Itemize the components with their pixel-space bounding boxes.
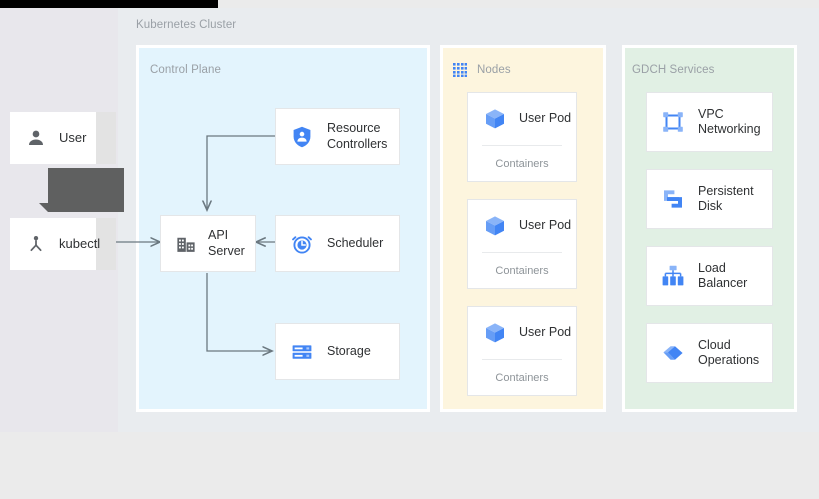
node-scheduler[interactable]: Scheduler xyxy=(275,215,400,272)
pod-header: User Pod xyxy=(468,93,576,145)
storage-icon xyxy=(290,340,314,364)
node-storage-label: Storage xyxy=(327,343,371,358)
api-server-icon xyxy=(175,233,197,255)
node-scheduler-label: Scheduler xyxy=(327,235,384,250)
pod-divider xyxy=(482,359,562,360)
pod-label: User Pod xyxy=(519,218,572,233)
pod-containers-label: Containers xyxy=(495,371,549,384)
tooltip-tail xyxy=(39,203,48,212)
node-api-server-label: API Server xyxy=(208,228,245,258)
panel-title-nodes-row: Nodes xyxy=(452,62,511,78)
top-black-bar xyxy=(0,0,218,8)
pod-divider xyxy=(482,145,562,146)
user-label: User xyxy=(59,130,87,146)
kubectl-label: kubectl xyxy=(59,236,101,252)
shield-person-icon xyxy=(290,125,314,149)
service-vpc-networking-label: VPC Networking xyxy=(698,106,761,136)
service-cloud-operations-label: Cloud Operations xyxy=(698,337,760,367)
node-resource-controllers[interactable]: Resource Controllers xyxy=(275,108,400,165)
pod-containers-label: Containers xyxy=(495,157,549,170)
service-persistent-disk-label: Persistent Disk xyxy=(698,183,754,213)
cube-icon xyxy=(483,107,507,131)
service-vpc-networking[interactable]: VPC Networking xyxy=(646,92,773,152)
persistent-disk-icon xyxy=(661,187,685,211)
service-cloud-operations[interactable]: Cloud Operations xyxy=(646,323,773,383)
service-persistent-disk[interactable]: Persistent Disk xyxy=(646,169,773,229)
pod-header: User Pod xyxy=(468,200,576,252)
tooltip-overlay xyxy=(48,168,124,212)
kubectl-card-shadow xyxy=(94,218,116,270)
user-card-shadow xyxy=(94,112,116,164)
load-balancer-icon xyxy=(661,264,685,288)
panel-title-nodes: Nodes xyxy=(477,64,511,76)
pod-card[interactable]: User Pod Containers xyxy=(467,306,577,396)
pod-label: User Pod xyxy=(519,325,572,340)
cloud-operations-icon xyxy=(661,341,685,365)
pod-card[interactable]: User Pod Containers xyxy=(467,92,577,182)
pod-label: User Pod xyxy=(519,111,572,126)
panel-title-control-plane: Control Plane xyxy=(150,64,221,76)
diagram-title: Kubernetes Cluster xyxy=(136,19,237,31)
panel-title-gdch-services: GDCH Services xyxy=(632,64,715,76)
node-resource-controllers-label: Resource Controllers xyxy=(327,121,388,151)
dot-grid-icon xyxy=(452,62,468,78)
service-load-balancer[interactable]: Load Balancer xyxy=(646,246,773,306)
pod-containers-label: Containers xyxy=(495,264,549,277)
pod-divider xyxy=(482,252,562,253)
alarm-clock-icon xyxy=(290,232,314,256)
kubectl-card[interactable]: kubectl xyxy=(10,218,100,270)
kubectl-icon xyxy=(26,234,46,254)
service-load-balancer-label: Load Balancer xyxy=(698,260,748,290)
vpc-networking-icon xyxy=(661,110,685,134)
cube-icon xyxy=(483,214,507,238)
cube-icon xyxy=(483,321,507,345)
node-storage[interactable]: Storage xyxy=(275,323,400,380)
node-api-server[interactable]: API Server xyxy=(160,215,256,272)
pod-card[interactable]: User Pod Containers xyxy=(467,199,577,289)
user-card[interactable]: User xyxy=(10,112,96,164)
pod-header: User Pod xyxy=(468,307,576,359)
user-icon xyxy=(26,128,46,148)
